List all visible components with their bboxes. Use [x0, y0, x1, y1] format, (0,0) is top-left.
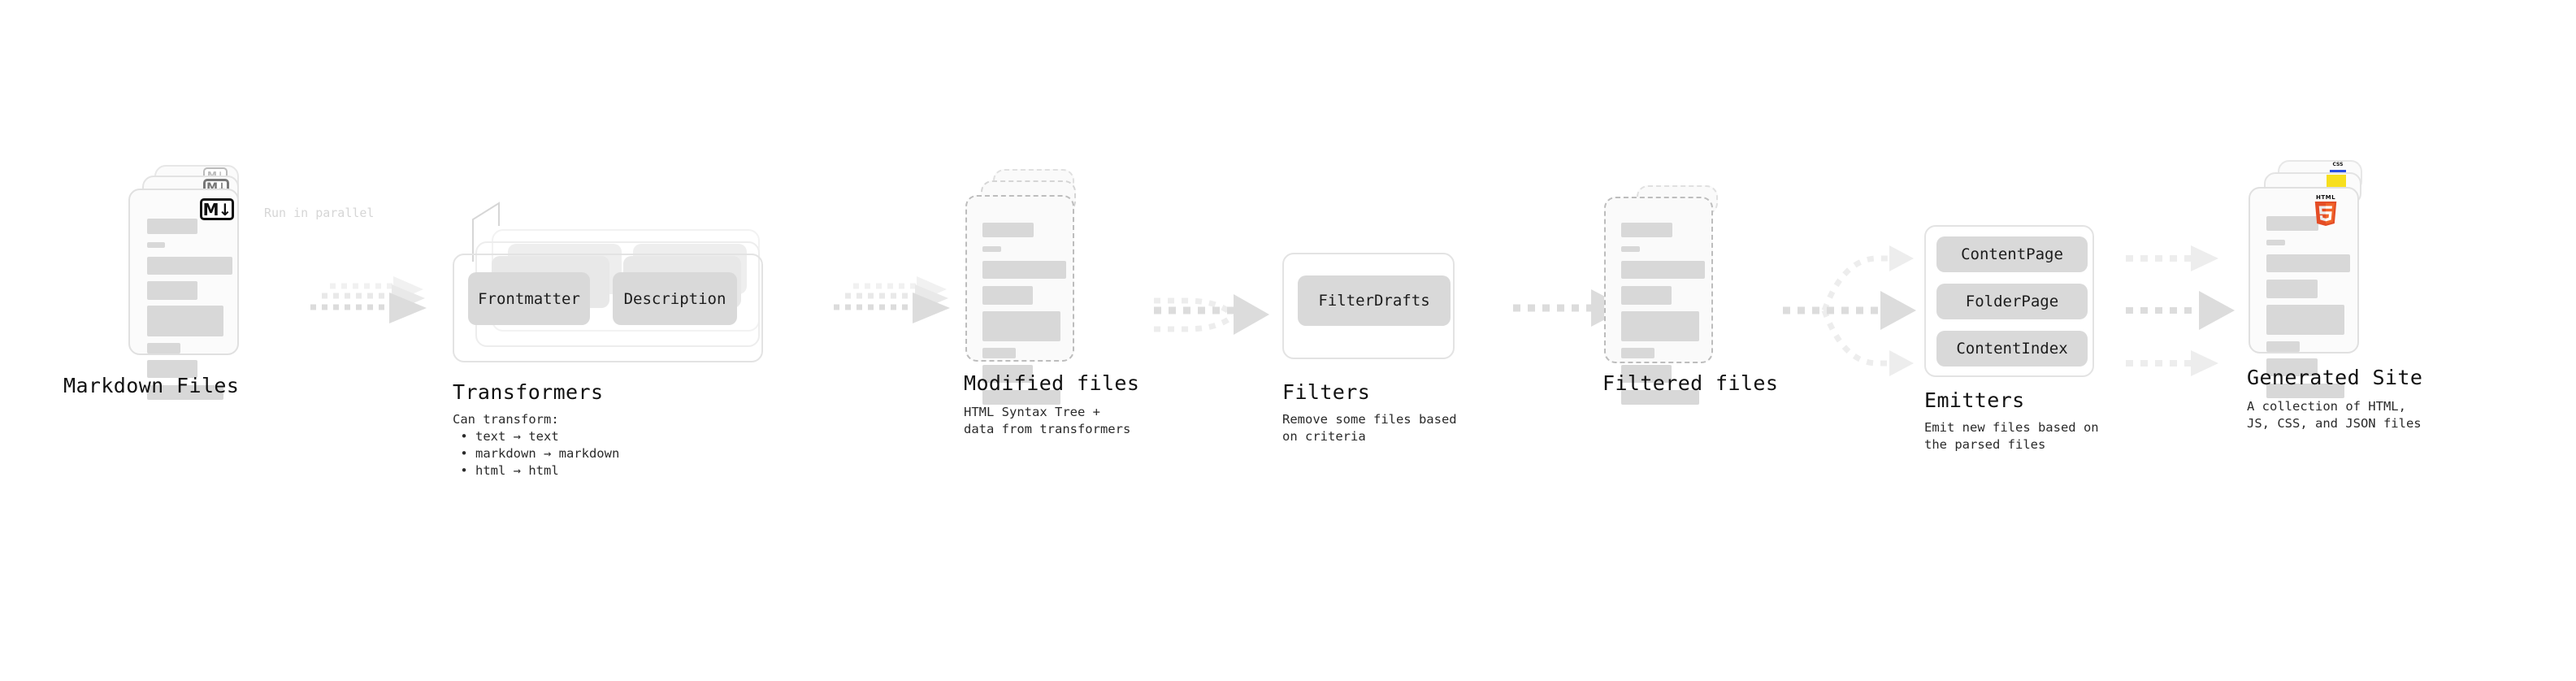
card-bar [147, 343, 180, 354]
card-bar [1621, 246, 1640, 252]
card-bar [1621, 286, 1672, 305]
connector-modified-files-to-filters [1154, 294, 1269, 335]
card-bar [2266, 358, 2318, 376]
card-bar [982, 223, 1034, 237]
filters-group: FilterDrafts [1282, 253, 1455, 359]
generated-file-card-front [2249, 187, 2359, 398]
card-bar [147, 281, 197, 300]
card-bar [147, 219, 197, 234]
card-bar [982, 348, 1016, 358]
connector-transformers-to-modified-files [834, 276, 950, 323]
card-bar [1621, 348, 1654, 358]
emitter-chip-folderpage[interactable]: FolderPage [1936, 284, 2088, 319]
card-bar [2266, 305, 2344, 335]
card-bar [147, 257, 232, 275]
transformer-chip-frontmatter[interactable]: Frontmatter [468, 272, 590, 325]
card-bar [1621, 223, 1672, 237]
card-bar [2266, 240, 2285, 245]
card-bar [982, 365, 1033, 383]
card-bar [1621, 261, 1705, 279]
stage-title-modified-files: Modified files [964, 371, 1140, 395]
connector-emitters-to-generated-site [2126, 245, 2235, 376]
stage-title-filtered-files: Filtered files [1602, 371, 1779, 395]
emitter-chip-contentindex[interactable]: ContentIndex [1936, 331, 2088, 367]
stage-subtitle-emitters: Emit new files based on the parsed files [1924, 420, 2099, 452]
transformer-chip-description[interactable]: Description [613, 272, 737, 325]
card-bar [982, 246, 1001, 252]
filter-chip-filterdrafts[interactable]: FilterDrafts [1298, 275, 1451, 326]
transformer-group-front: Frontmatter Description [453, 254, 763, 362]
card-bar [2266, 280, 2318, 298]
css3-badge: CSS [2329, 162, 2347, 175]
card-bar [147, 385, 223, 400]
stage-subtitle-filters: Remove some files based on criteria [1282, 412, 1457, 444]
card-bar [147, 360, 197, 378]
run-in-parallel-bracket [472, 202, 500, 262]
card-bar [1621, 311, 1699, 341]
card-bar [2266, 254, 2350, 272]
stage-title-markdown-files: Markdown Files [63, 374, 240, 397]
css3-badge-label: CSS [2332, 162, 2344, 167]
card-bar [1621, 365, 1672, 383]
card-bar [982, 390, 1060, 405]
stage-title-emitters: Emitters [1924, 388, 2025, 412]
card-bar [2266, 384, 2344, 398]
stage-subtitle-modified-files: HTML Syntax Tree + data from transformer… [964, 405, 1131, 436]
run-in-parallel-label: Run in parallel [264, 206, 375, 220]
stage-title-filters: Filters [1282, 380, 1371, 404]
card-bar [982, 311, 1060, 341]
html5-badge: HTML [2314, 194, 2338, 226]
connector-filtered-files-to-emitters [1783, 245, 1916, 376]
card-bar [147, 242, 165, 248]
connector-markdown-to-transformers [310, 276, 427, 323]
javascript-badge [2327, 175, 2346, 188]
html5-badge-label: HTML [2315, 194, 2336, 201]
stage-title-generated-site: Generated Site [2247, 366, 2423, 389]
filtered-file-card-front [1604, 197, 1713, 405]
css3-badge-bar [2330, 170, 2346, 173]
card-bar [2266, 341, 2300, 352]
emitter-chip-contentpage[interactable]: ContentPage [1936, 236, 2088, 272]
card-bar [1621, 390, 1699, 405]
emitters-group: ContentPage FolderPage ContentIndex [1924, 225, 2094, 377]
markdown-badge-front: M↓ [200, 198, 234, 220]
card-bar [982, 286, 1033, 305]
card-bar [147, 306, 223, 336]
card-bar [982, 261, 1066, 279]
html5-shield-icon [2314, 202, 2337, 226]
stage-title-transformers: Transformers [453, 380, 604, 404]
stage-subtitle-transformers: Can transform: • text → text • markdown … [453, 412, 620, 478]
stage-subtitle-generated-site: A collection of HTML, JS, CSS, and JSON … [2247, 399, 2422, 431]
card-bar [2266, 216, 2318, 231]
modified-file-card-front [965, 195, 1074, 405]
